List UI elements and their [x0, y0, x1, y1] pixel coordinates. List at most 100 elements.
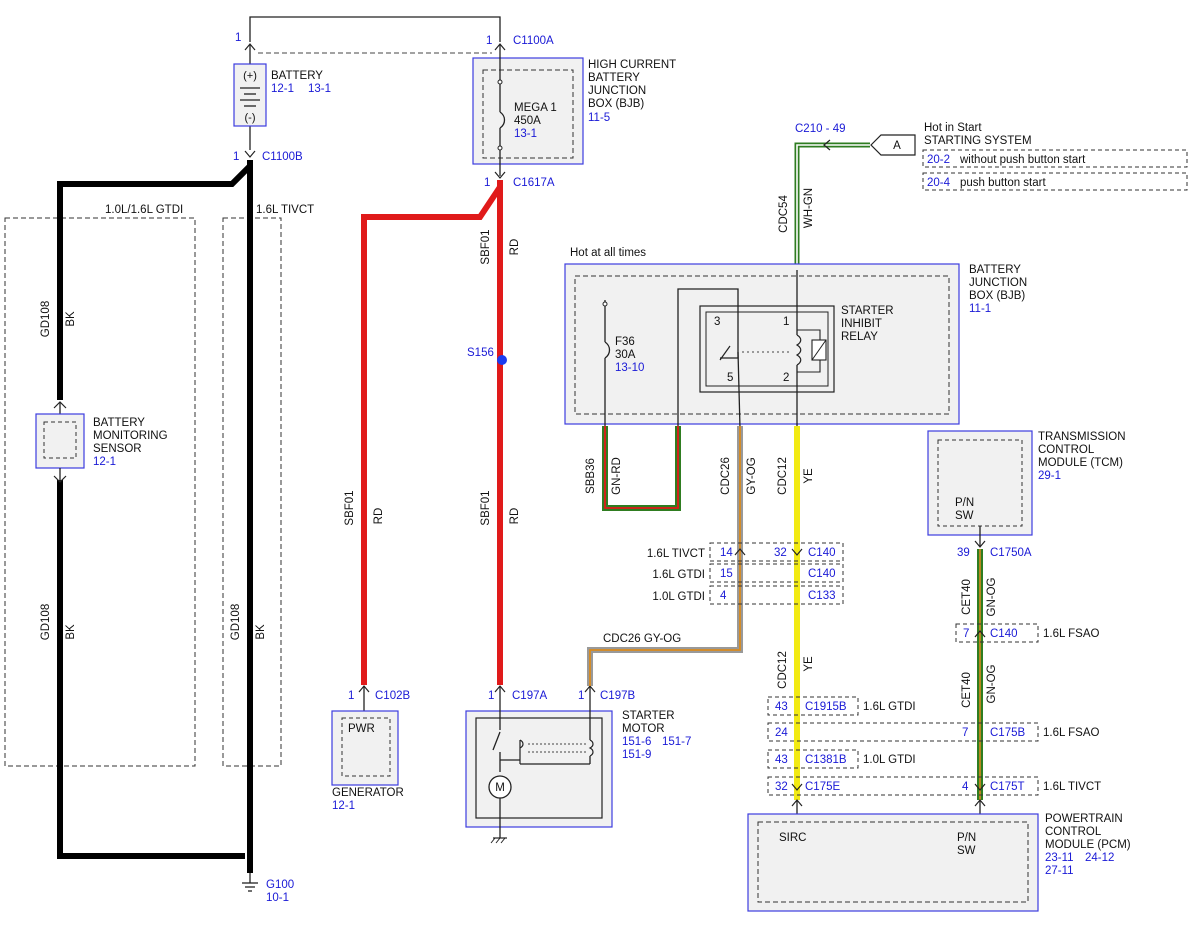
- connector-arrow: [974, 540, 986, 548]
- wire-cet40-color: GN-OG: [986, 577, 998, 616]
- starter-ref-2: 151-7: [662, 736, 691, 748]
- fsao-mid-conn: C140: [990, 628, 1018, 640]
- wire-gd108-right-color: BK: [255, 624, 267, 640]
- pcm-row-4-pin-b: 4: [962, 781, 969, 793]
- starter-motor: M STARTER MOTOR 151-6 151-7 151-9: [465, 686, 691, 844]
- starting-system-row-2-ref: 20-4: [927, 177, 951, 189]
- relay-pin-1: 1: [783, 316, 789, 328]
- c1100b-pin: 1: [233, 151, 239, 163]
- c140-row-3-pin-a: 4: [720, 590, 727, 602]
- pcm-row-4-conn-a: C175E: [805, 781, 840, 793]
- pcm-row-4-conn-b: C175T: [990, 781, 1025, 793]
- wire-cdc54-color: WH-GN: [803, 188, 815, 228]
- motor-symbol-label: M: [495, 782, 505, 794]
- c197a-pin: 1: [488, 690, 494, 702]
- c102b-label: C102B: [375, 690, 410, 702]
- hot-in-start-label: Hot in Start: [924, 122, 982, 134]
- c197b-pin: 1: [578, 690, 584, 702]
- starter-label-1: STARTER: [622, 710, 675, 722]
- generator-ref: 12-1: [332, 800, 355, 812]
- off-page-arrow-a-label: A: [893, 140, 901, 152]
- c1617a-pin: 1: [484, 177, 490, 189]
- wire-cet40-circuit: CET40: [961, 579, 973, 615]
- c140-row-2-conn: C140: [808, 568, 836, 580]
- generator-pin-label: PWR: [348, 723, 375, 735]
- starting-system-row-1-ref: 20-2: [927, 154, 950, 166]
- bms-label-1: BATTERY: [93, 417, 145, 429]
- wire-sbf01-branch: [361, 185, 503, 685]
- bjb-label-2: JUNCTION: [969, 277, 1027, 289]
- wire-gd108-left2-color: BK: [65, 624, 77, 640]
- bms-label-3: SENSOR: [93, 443, 142, 455]
- hcbjb-label-3: JUNCTION: [588, 85, 646, 97]
- battery-ref-1: 12-1: [271, 83, 294, 95]
- wire-sbb36-circuit: SBB36: [585, 458, 597, 494]
- hcbjb: MEGA 1 450A 13-1 HIGH CURRENT BATTERY JU…: [472, 44, 676, 176]
- wire-cdc12-lower-circuit: CDC12: [777, 651, 789, 689]
- c140-row-1-pin-b: 32: [774, 547, 787, 559]
- c140-row-3-conn: C133: [808, 590, 836, 602]
- pcm: SIRC P/N SW POWERTRAIN CONTROL MODULE (P…: [747, 799, 1131, 912]
- wire-cdc26-lower-label: CDC26 GY-OG: [603, 633, 681, 645]
- hcbjb-fuse-rating: 450A: [514, 115, 541, 127]
- starting-system-row-1-text: without push button start: [959, 154, 1086, 166]
- pcm-row-3-conn-a: C1381B: [805, 754, 847, 766]
- bjb-fuse-ref: 13-10: [615, 362, 644, 374]
- wire-cdc26-tracer: [589, 426, 741, 686]
- ground-label: G100: [266, 879, 294, 891]
- c1100a-label: C1100A: [513, 35, 554, 47]
- c140-row-1-conn: C140: [808, 547, 836, 559]
- c197a-label: C197A: [512, 690, 547, 702]
- c1617a-label: C1617A: [513, 177, 555, 189]
- connector-arrow: [823, 139, 831, 151]
- wire-sbf01-upper-color: RD: [509, 239, 521, 256]
- relay-label-1: STARTER: [841, 305, 894, 317]
- battery-ref-2: 13-1: [308, 83, 331, 95]
- pcm-row-3-pin-a: 43: [775, 754, 788, 766]
- pcm-ref-3: 27-11: [1045, 865, 1074, 877]
- pcm-row-4-pin-a: 32: [775, 781, 788, 793]
- wire-cdc26-color: GY-OG: [746, 457, 758, 494]
- bjb-fuse-name: F36: [615, 336, 635, 348]
- wire-cdc54-tracer: [796, 144, 870, 270]
- bjb-fuse-rating: 30A: [615, 349, 636, 361]
- starting-system-ref: Hot in Start STARTING SYSTEM 20-2 withou…: [795, 122, 1188, 191]
- relay-label-2: INHIBIT: [841, 318, 882, 330]
- tcm: P/N SW TRANSMISSION CONTROL MODULE (TCM)…: [927, 430, 1126, 536]
- pcm-row-1-variant: 1.6L GTDI: [863, 701, 916, 713]
- relay-pin-5: 5: [727, 372, 733, 384]
- battery-frame: [233, 63, 267, 127]
- starter-inhibit-relay: 3 1 5 2 STARTER INHIBIT RELAY: [677, 270, 894, 429]
- wire-cdc26-circuit: CDC26: [720, 457, 732, 495]
- c1750a-label: C1750A: [990, 547, 1032, 559]
- c140-fsao-connector: 7 C140 1.6L FSAO: [955, 623, 1100, 643]
- variant-label-left: 1.0L/1.6L GTDI: [105, 204, 183, 216]
- starting-system-title: STARTING SYSTEM: [924, 135, 1032, 147]
- hcbjb-label-1: HIGH CURRENT: [588, 59, 676, 71]
- tcm-pin-label-1: P/N: [955, 497, 974, 509]
- hcbjb-label-4: BOX (BJB): [588, 98, 644, 110]
- pcm-row-2-variant: 1.6L FSAO: [1043, 727, 1100, 739]
- pcm-row-2-pin-a: 24: [775, 727, 788, 739]
- c1750a-pin: 39: [957, 547, 970, 559]
- hcbjb-label-2: BATTERY: [588, 72, 640, 84]
- battery-to-hcbjb-loop: [249, 16, 501, 42]
- splice-s156-label: S156: [467, 347, 494, 359]
- pcm-ref-2: 24-12: [1085, 852, 1114, 864]
- wire-cet40-lower-color: GN-OG: [986, 664, 998, 703]
- hcbjb-fuse-name: MEGA 1: [514, 102, 557, 114]
- variant-label-right: 1.6L TIVCT: [256, 204, 314, 216]
- hcbjb-ref: 11-5: [588, 112, 610, 124]
- c140-row-3-variant: 1.0L GTDI: [652, 591, 705, 603]
- pcm-pn-label-1: P/N: [957, 832, 976, 844]
- wire-sbf01-upper-circuit: SBF01: [480, 229, 492, 264]
- battery-plus-label: (+): [243, 70, 257, 82]
- pcm-row-2-pin-b: 7: [962, 727, 968, 739]
- pcm-row-3-variant: 1.0L GTDI: [863, 754, 916, 766]
- connector-arrow: [244, 43, 256, 51]
- bjb-label-1: BATTERY: [969, 264, 1021, 276]
- generator: PWR GENERATOR 12-1: [331, 710, 404, 812]
- ground-ref: 10-1: [266, 892, 289, 904]
- c140-row-2-variant: 1.6L GTDI: [652, 569, 705, 581]
